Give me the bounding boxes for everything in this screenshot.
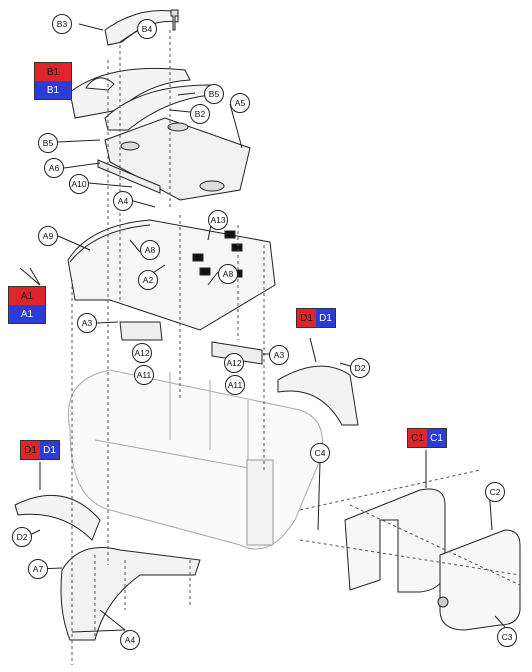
callout-a9: A9 [38, 226, 58, 246]
rail-a6 [97, 159, 161, 194]
callout-c3: C3 [497, 627, 517, 647]
callout-b2: B2 [190, 104, 210, 124]
callout-a6: A6 [44, 158, 64, 178]
callout-a3-right: A3 [269, 345, 289, 365]
callout-b5-top: B5 [204, 84, 224, 104]
side-panel-c1 [344, 488, 446, 593]
badge-d1-left-left: D1 [21, 441, 40, 459]
callout-d2-right: D2 [350, 358, 370, 378]
callout-c4: C4 [310, 443, 330, 463]
callout-a11-right: A11 [225, 375, 245, 395]
callout-a10: A10 [69, 174, 89, 194]
badge-c1-left: C1 [408, 429, 427, 447]
badge-d1-right: D1 D1 [296, 308, 336, 328]
callout-a2: A2 [138, 270, 158, 290]
badge-a1-top: A1 [9, 287, 45, 305]
screw-b4 [170, 9, 179, 31]
badge-d1-left: D1 D1 [20, 440, 60, 460]
callout-c2: C2 [485, 482, 505, 502]
floor-mat-a5 [104, 117, 251, 201]
callout-a12-right: A12 [224, 353, 244, 373]
badge-a1: A1 A1 [8, 286, 46, 324]
callout-d2-left: D2 [12, 527, 32, 547]
badge-d1-right-left: D1 [297, 309, 316, 327]
badge-b1: B1 B1 [34, 62, 72, 100]
callout-a11-left: A11 [134, 365, 154, 385]
callout-b5-left: B5 [38, 133, 58, 153]
badge-c1-right: C1 [427, 429, 446, 447]
bracket-a3-left [119, 321, 163, 341]
badge-d1-right-right: D1 [316, 309, 335, 327]
badge-a1-bottom: A1 [9, 305, 45, 323]
callout-a8-left: A8 [140, 240, 160, 260]
fender-d1-left [14, 494, 101, 541]
callout-a4-top: A4 [113, 191, 133, 211]
callout-b3: B3 [52, 14, 72, 34]
callout-a4-bottom: A4 [120, 630, 140, 650]
callout-a3-left: A3 [77, 313, 97, 333]
badge-b1-top: B1 [35, 63, 71, 81]
callout-a12-left: A12 [132, 343, 152, 363]
callout-a8-right: A8 [218, 264, 238, 284]
fender-d1-right [277, 365, 359, 426]
floor-pan-a9 [67, 219, 276, 331]
callout-a7: A7 [28, 559, 48, 579]
cover-c2 [439, 529, 521, 631]
cap-b1 [85, 77, 115, 91]
lower-shroud-a7 [60, 547, 201, 641]
badge-c1: C1 C1 [407, 428, 447, 448]
frame [67, 369, 323, 550]
callout-b4: B4 [137, 19, 157, 39]
badge-b1-bottom: B1 [35, 81, 71, 99]
badge-d1-left-right: D1 [40, 441, 59, 459]
callout-a13: A13 [208, 210, 228, 230]
callout-a5: A5 [230, 93, 250, 113]
